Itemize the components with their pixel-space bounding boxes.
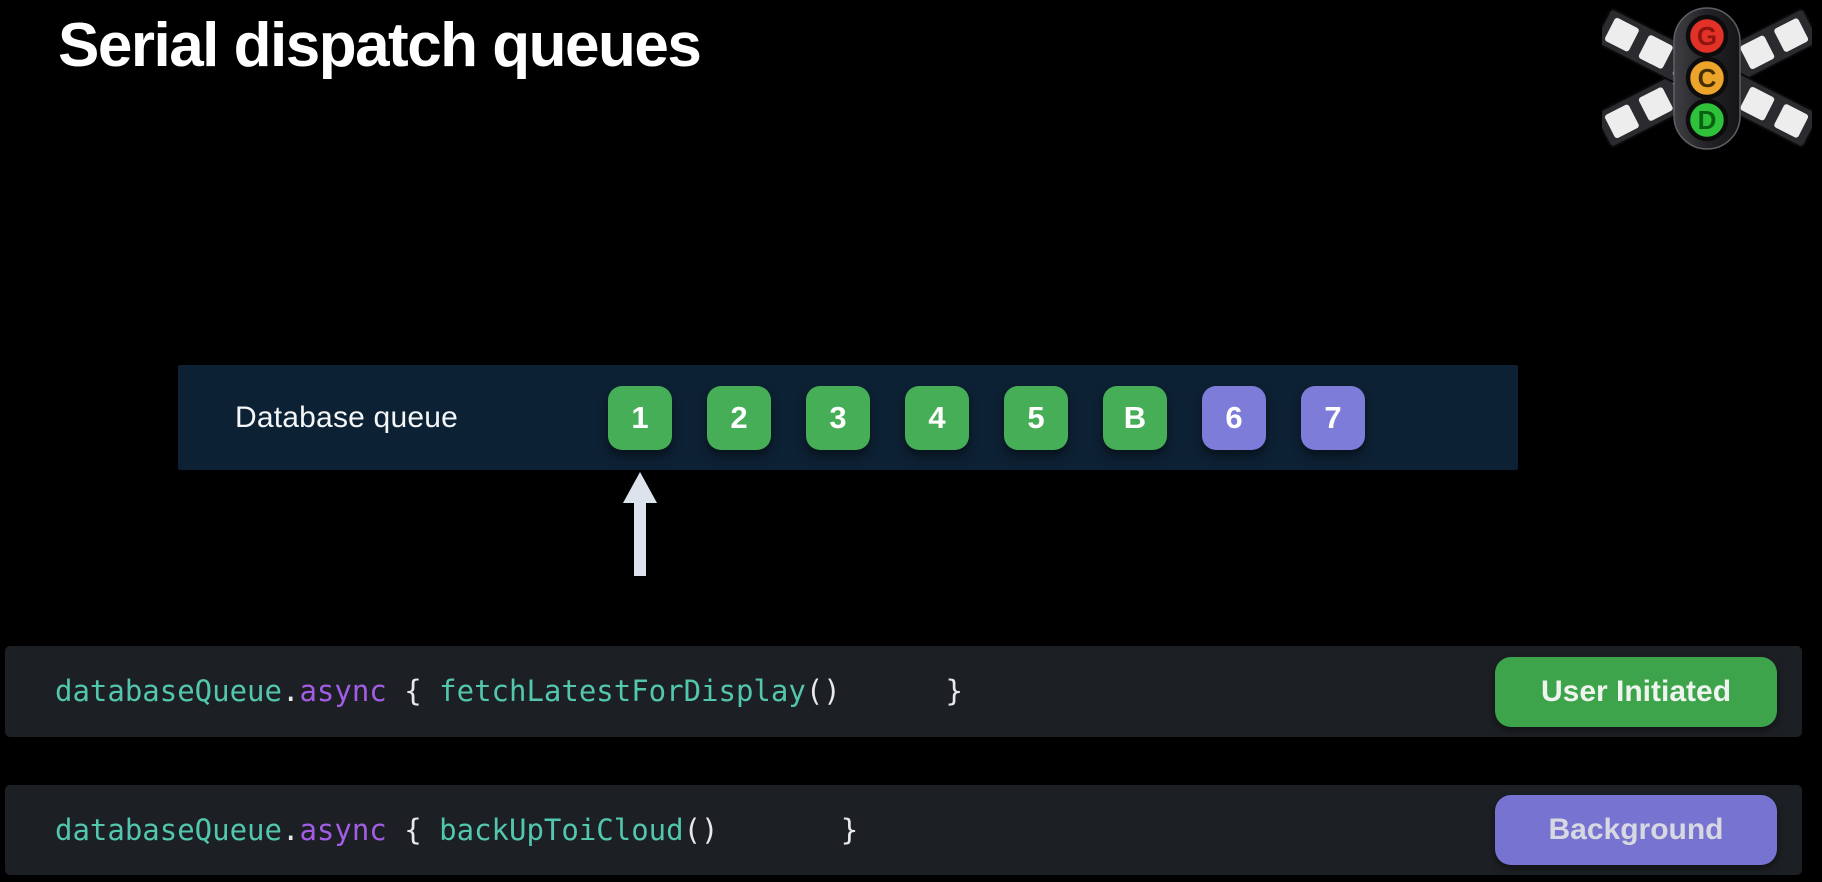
code-row-fetch: databaseQueue.async { fetchLatestForDisp… bbox=[5, 646, 1802, 737]
code-segment: databaseQueue bbox=[55, 674, 282, 708]
logo-letter-d: D bbox=[1698, 105, 1717, 135]
queue-task-4: 4 bbox=[905, 385, 969, 450]
up-arrow-icon bbox=[620, 472, 660, 582]
queue-task-2: 2 bbox=[707, 385, 771, 450]
queue-task-B: B bbox=[1103, 385, 1167, 450]
queue-label: Database queue bbox=[235, 400, 458, 434]
logo-letter-c: C bbox=[1698, 63, 1717, 93]
code-segment: backUpToiCloud bbox=[439, 812, 684, 847]
qos-badge-background: Background bbox=[1495, 795, 1777, 865]
code-segment: async bbox=[299, 674, 387, 708]
code-line: databaseQueue.async { backUpToiCloud() } bbox=[55, 812, 859, 847]
code-segment: { bbox=[386, 674, 440, 708]
code-segment: () } bbox=[805, 674, 963, 708]
code-segment: . bbox=[281, 812, 300, 847]
code-segment: { bbox=[386, 812, 440, 847]
queue-task-3: 3 bbox=[806, 385, 870, 450]
code-segment: . bbox=[281, 674, 300, 708]
logo-letter-g: G bbox=[1697, 21, 1717, 51]
queue-task-5: 5 bbox=[1004, 385, 1068, 450]
page-title: Serial dispatch queues bbox=[58, 11, 702, 80]
code-segment: fetchLatestForDisplay bbox=[439, 674, 806, 708]
code-line: databaseQueue.async { fetchLatestForDisp… bbox=[55, 677, 963, 706]
queue-task-7: 7 bbox=[1301, 385, 1365, 450]
code-row-backup: databaseQueue.async { backUpToiCloud() }… bbox=[5, 785, 1802, 875]
gcd-logo: G C D bbox=[1594, 6, 1820, 156]
code-segment: async bbox=[299, 812, 387, 847]
gcd-traffic-light-icon: G C D bbox=[1594, 7, 1820, 150]
queue-task-1: 1 bbox=[608, 385, 672, 450]
up-arrow-shape bbox=[623, 472, 657, 576]
code-segment: () } bbox=[683, 812, 859, 847]
code-segment: databaseQueue bbox=[55, 812, 282, 847]
qos-badge-user-initiated: User Initiated bbox=[1495, 656, 1777, 727]
queue-task-6: 6 bbox=[1202, 385, 1266, 450]
